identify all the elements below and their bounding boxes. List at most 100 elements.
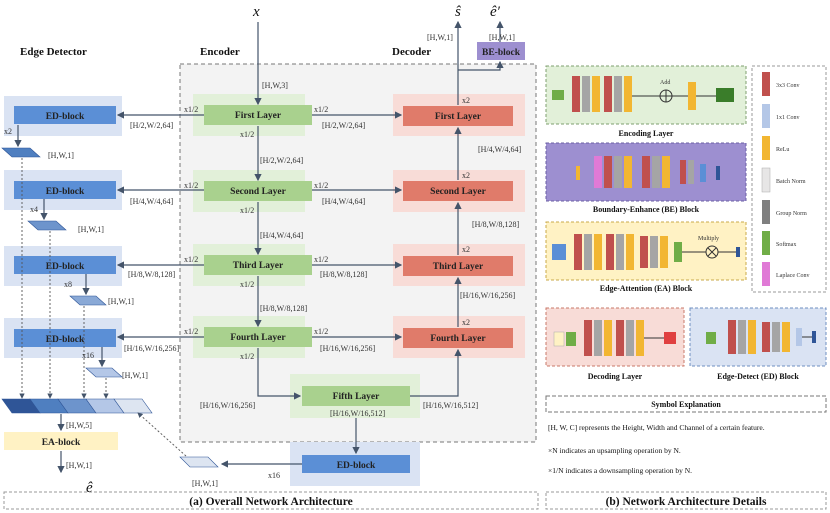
us-d3: x2 [462, 245, 470, 254]
legend-batch-norm: Batch Norm [776, 179, 806, 185]
ds-e23: x1/2 [240, 206, 254, 215]
encoding-layer-figure [552, 76, 734, 112]
ds-e45: x1/2 [240, 352, 254, 361]
output-e-hat: ê [86, 480, 93, 496]
dim-d3: [H/8,W/8,128] [320, 270, 367, 279]
ed-block-2-label: ED-block [46, 187, 85, 197]
ds-2b: x1/2 [314, 181, 328, 190]
dim-d2: [H/4,W/4,64] [322, 197, 365, 206]
ed-block-4-label: ED-block [46, 335, 85, 345]
legend-laplace-conv: Laplace Conv [776, 273, 810, 279]
us-d4: x2 [462, 318, 470, 327]
symbol-title: Symbol Explanation [651, 400, 721, 409]
legend-swatch-softmax [762, 231, 770, 255]
edge-maps [1, 147, 219, 468]
dim-d1: [H/2,W/2,64] [322, 121, 365, 130]
us-ed1: x2 [4, 127, 12, 136]
dim-d4: [H/16,W/16,256] [320, 344, 375, 353]
legend-1x1-conv: 1x1 Conv [776, 115, 800, 121]
ds-3b: x1/2 [314, 255, 328, 264]
ed-block-figure [706, 320, 816, 354]
dim-ed1: [H,W,1] [48, 151, 74, 160]
edge-detector-title: Edge Detector [20, 46, 87, 58]
us-d2: x2 [462, 171, 470, 180]
output-e-hat-prime: ê′ [490, 4, 501, 20]
ed-block-3-label: ED-block [46, 262, 85, 272]
ed-block-3 [14, 256, 116, 274]
ed-block-5-label: ED-block [337, 461, 376, 471]
decoder-first-layer [403, 106, 513, 126]
decoding-layer-caption: Decoding Layer [588, 372, 643, 381]
dim-ea-out: [H,W,1] [66, 461, 92, 470]
encoder-third-layer [204, 255, 312, 275]
encoder-fifth-layer [302, 386, 410, 406]
dim-ed4: [H,W,1] [122, 371, 148, 380]
decoding-layer-figure [553, 320, 676, 356]
legend-swatch-1x1 [762, 104, 770, 128]
ed-block-4 [14, 329, 116, 347]
multiply-op: Multiply [698, 236, 719, 242]
ds-e34: x1/2 [240, 280, 254, 289]
dim-e2: [H/4,W/4,64] [130, 197, 173, 206]
decoder-title: Decoder [392, 46, 431, 58]
footer-b-box [545, 491, 827, 510]
symbol-1: [H, W, C] represents the Height, Width a… [548, 423, 765, 432]
dim-ed3: [H,W,1] [108, 297, 134, 306]
legend-relu: ReLu [776, 147, 789, 153]
legend-swatch-relu [762, 136, 770, 160]
dim-e5out: [H/16,W/16,512] [330, 409, 385, 418]
encoder-third-layer-label: Third Layer [233, 261, 284, 271]
dim-d12: [H/4,W/4,64] [478, 145, 521, 154]
dim-concat: [H,W,5] [66, 421, 92, 430]
dim-d23: [H/8,W/8,128] [472, 220, 519, 229]
decoder-fourth-layer [403, 328, 513, 348]
be-block-label: BE-block [482, 48, 521, 58]
encoder-fifth-layer-label: Fifth Layer [333, 392, 380, 402]
ea-block-figure [552, 234, 740, 270]
ed-block-1-label: ED-block [46, 112, 85, 122]
be-block-caption: Boundary-Enhance (BE) Block [593, 205, 700, 214]
encoder-first-layer [204, 105, 312, 125]
edge-map-3 [69, 295, 107, 306]
ds-1: x1/2 [184, 105, 198, 114]
dim-e12: [H/2,W/2,64] [260, 156, 303, 165]
dotted-connectors [19, 158, 187, 457]
decoder-fourth-layer-label: Fourth Layer [430, 334, 486, 344]
be-block-figure [576, 156, 720, 188]
dim-output-e: [H,W,1] [489, 33, 515, 42]
symbol-title-box [545, 395, 827, 413]
encoder-second-layer [204, 181, 312, 201]
ed-block-2 [14, 181, 116, 199]
encoder-title: Encoder [200, 46, 240, 58]
legend-3x3-conv: 3x3 Conv [776, 83, 800, 89]
us-ed2: x4 [30, 205, 38, 214]
legend-swatch-gn [762, 200, 770, 224]
ds-1b: x1/2 [314, 105, 328, 114]
legend-group-norm: Group Norm [776, 211, 807, 217]
dim-ed5: [H,W,1] [192, 479, 218, 488]
legend-swatch-laplace [762, 262, 770, 286]
dim-e4: [H/16,W/16,256] [124, 344, 179, 353]
dim-d34: [H/16,W/16,256] [460, 291, 515, 300]
dim-ed2: [H,W,1] [78, 225, 104, 234]
decoder-third-layer-label: Third Layer [433, 262, 484, 272]
decoder-second-layer-label: Second Layer [430, 187, 486, 197]
dim-e23: [H/4,W/4,64] [260, 231, 303, 240]
edge-map-1 [1, 147, 41, 158]
edge-map-5 [179, 456, 219, 468]
ed-block-5 [302, 455, 410, 473]
edge-map-2 [27, 220, 67, 231]
add-op: Add [660, 80, 670, 86]
ea-block-caption: Edge-Attention (EA) Block [600, 284, 693, 293]
legend-softmax: Softmax [776, 241, 796, 248]
us-ed4: x16 [82, 351, 94, 360]
symbol-2: ×N indicates an upsampling operation by … [548, 446, 681, 455]
output-s-hat: ŝ [455, 4, 461, 20]
legend-swatch-3x3 [762, 72, 770, 96]
encoder-first-layer-label: First Layer [235, 111, 282, 121]
ed-block-caption: Edge-Detect (ED) Block [717, 372, 799, 381]
ea-block-label: EA-block [42, 438, 81, 448]
dim-e5dec: [H/16,W/16,512] [423, 401, 478, 410]
concat-maps [1, 398, 153, 414]
